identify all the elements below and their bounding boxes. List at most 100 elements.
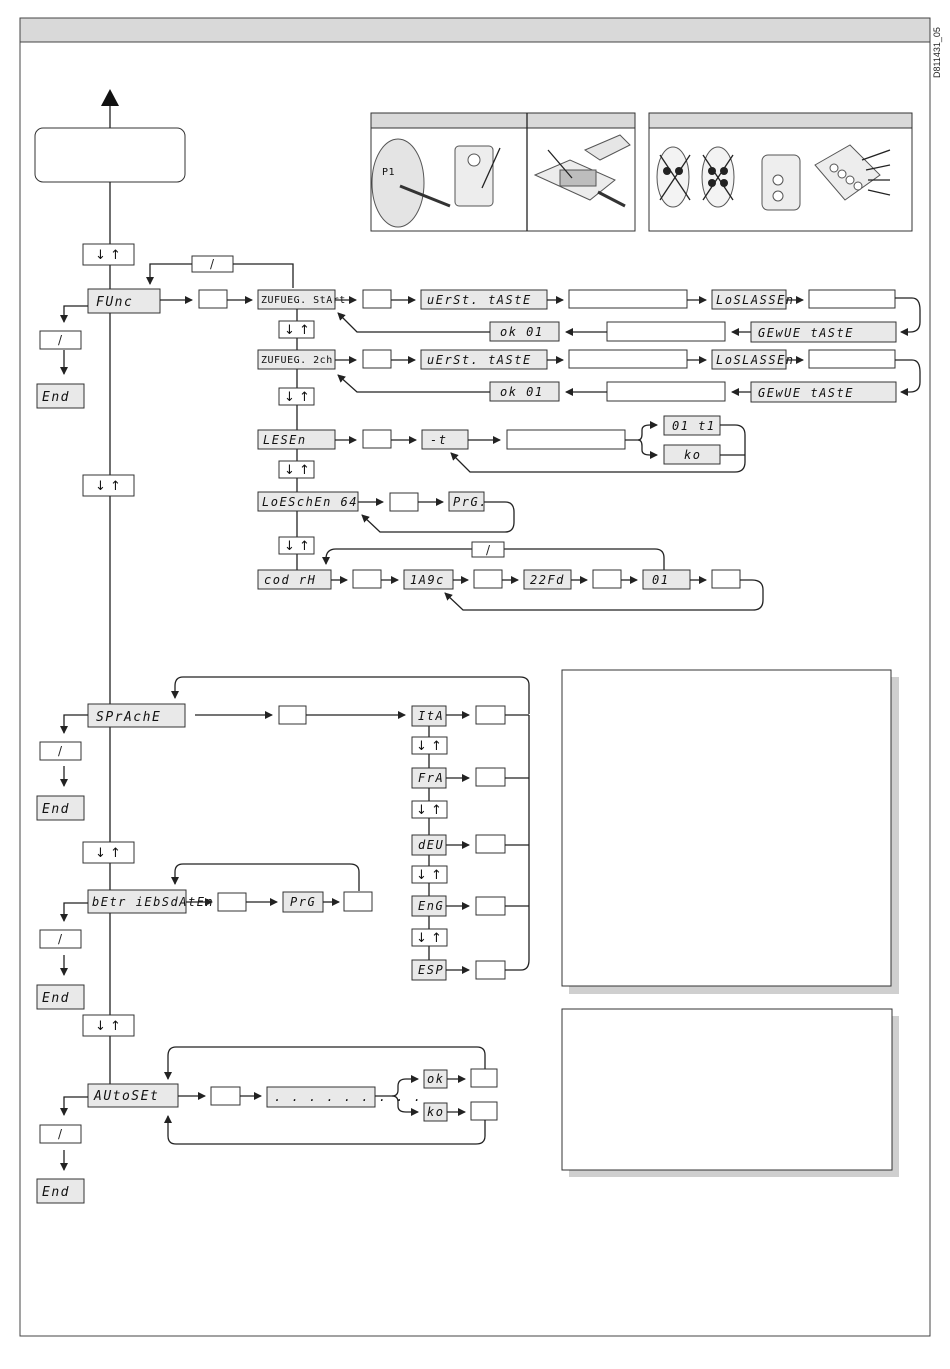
- ita-enter-key[interactable]: [475, 705, 506, 725]
- up-arrow-icon: [101, 89, 119, 106]
- svg-text:uErSt. tAStE: uErSt. tAStE: [427, 293, 532, 307]
- 2ch-step-box-1: [568, 349, 688, 369]
- svg-text:22Fd: 22Fd: [530, 573, 565, 587]
- svg-text:↓ ↑: ↓ ↑: [416, 739, 442, 754]
- betrieb-enter-key[interactable]: [217, 892, 247, 912]
- svg-text:cod rH: cod rH: [264, 573, 316, 587]
- svg-text:End: End: [42, 390, 70, 405]
- cod-enter-key[interactable]: [352, 569, 382, 589]
- ko-enter-key[interactable]: [470, 1101, 498, 1121]
- svg-text:/: /: [58, 932, 63, 946]
- svg-text:P1: P1: [382, 167, 395, 178]
- svg-text:/: /: [210, 257, 215, 271]
- svg-text:EnG: EnG: [418, 899, 444, 913]
- transmitter-buttons-photo-icon: [656, 144, 891, 211]
- autoset-slash-key[interactable]: [39, 1124, 82, 1144]
- svg-text:dEU: dEU: [418, 838, 444, 852]
- svg-text:GEwUE tAStE: GEwUE tAStE: [758, 386, 854, 400]
- down-up-func-4[interactable]: [278, 536, 315, 555]
- svg-text:01: 01: [652, 573, 669, 587]
- betrieb-step-key[interactable]: [343, 891, 373, 912]
- sprache-slash-key[interactable]: [39, 741, 82, 761]
- svg-text:AUtoSEt: AUtoSEt: [93, 1089, 159, 1104]
- loeschen-enter-key[interactable]: [389, 492, 419, 512]
- lesen-step-box: [506, 429, 626, 450]
- svg-text:LoESchEn 64: LoESchEn 64: [262, 495, 358, 509]
- lcd-end-1[interactable]: [36, 383, 85, 409]
- svg-text:End: End: [42, 1185, 70, 1200]
- eng-enter-key[interactable]: [475, 896, 506, 916]
- cod-slash-key[interactable]: [471, 541, 505, 558]
- down-up-nav-1[interactable]: [82, 243, 135, 266]
- start-step-box-3: [606, 321, 726, 342]
- down-up-nav-4[interactable]: [82, 1014, 135, 1037]
- svg-text:GEwUE tAStE: GEwUE tAStE: [758, 326, 854, 340]
- lcd-func[interactable]: [87, 288, 161, 314]
- svg-text:01 t1: 01 t1: [672, 419, 716, 433]
- start-step-box-1: [568, 289, 688, 309]
- svg-text:1A9c: 1A9c: [410, 573, 445, 587]
- svg-text:PrG: PrG: [290, 895, 316, 909]
- down-up-func-2[interactable]: [278, 387, 315, 406]
- 2ch-step-box-3: [606, 381, 726, 402]
- func-enter-key[interactable]: [198, 289, 228, 309]
- lcd-end-4[interactable]: [36, 1178, 85, 1204]
- lesen-enter-key[interactable]: [362, 429, 392, 449]
- 2ch-step-box-2: [808, 349, 896, 369]
- down-up-func-1[interactable]: [278, 320, 315, 339]
- svg-text:↓ ↑: ↓ ↑: [284, 390, 310, 405]
- down-up-lang-3[interactable]: [411, 865, 448, 884]
- 2ch-enter-key[interactable]: [362, 349, 392, 369]
- cod-step-key-1[interactable]: [473, 569, 503, 589]
- lcd-end-3[interactable]: [36, 984, 85, 1010]
- down-up-nav-2[interactable]: [82, 474, 135, 497]
- esp-enter-key[interactable]: [475, 960, 506, 980]
- info-panel-1: [561, 669, 892, 987]
- svg-text:↓ ↑: ↓ ↑: [95, 846, 121, 861]
- svg-text:bEtr iEbSdAtEn: bEtr iEbSdAtEn: [92, 895, 214, 909]
- svg-text:↓ ↑: ↓ ↑: [284, 323, 310, 338]
- down-up-nav-3[interactable]: [82, 841, 135, 864]
- svg-text:-t: -t: [430, 433, 447, 447]
- svg-text:↓ ↑: ↓ ↑: [284, 463, 310, 478]
- svg-text:ZUFUEG. 2ch: ZUFUEG. 2ch: [261, 355, 333, 366]
- start-box: [34, 127, 186, 183]
- svg-text:↓ ↑: ↓ ↑: [95, 1019, 121, 1034]
- lcd-dots[interactable]: [266, 1086, 376, 1108]
- fra-enter-key[interactable]: [475, 767, 506, 787]
- svg-text:LoSLASSEn: LoSLASSEn: [716, 353, 795, 367]
- deu-enter-key[interactable]: [475, 834, 506, 854]
- receiver-photo-icon: [533, 134, 631, 208]
- sprache-enter-key[interactable]: [278, 705, 307, 725]
- svg-text:↓ ↑: ↓ ↑: [95, 248, 121, 263]
- cod-step-key-3[interactable]: [711, 569, 741, 589]
- svg-text:ok: ok: [427, 1072, 444, 1086]
- svg-text:↓ ↑: ↓ ↑: [95, 479, 121, 494]
- svg-text:/: /: [58, 744, 63, 758]
- svg-text:. . . . . . . . .: . . . . . . . . .: [274, 1090, 422, 1104]
- down-up-lang-2[interactable]: [411, 800, 448, 819]
- svg-text:ko: ko: [427, 1105, 444, 1119]
- autoset-enter-key[interactable]: [210, 1086, 241, 1106]
- down-up-lang-4[interactable]: [411, 928, 448, 947]
- svg-text:SPrAchE: SPrAchE: [96, 710, 161, 725]
- svg-text:ItA: ItA: [418, 709, 444, 723]
- betrieb-slash-key[interactable]: [39, 929, 82, 949]
- down-up-lang-1[interactable]: [411, 736, 448, 755]
- header-bar: [19, 17, 931, 43]
- lcd-end-2[interactable]: [36, 795, 85, 821]
- down-up-func-3[interactable]: [278, 460, 315, 479]
- svg-text:ZUFUEG. StArt: ZUFUEG. StArt: [261, 295, 346, 306]
- svg-text:PrG.: PrG.: [453, 495, 488, 509]
- svg-text:ok 01: ok 01: [500, 325, 544, 339]
- ok-enter-key[interactable]: [470, 1068, 498, 1088]
- func-slash-key[interactable]: [39, 330, 82, 350]
- svg-text:↓ ↑: ↓ ↑: [416, 803, 442, 818]
- lcd-ita[interactable]: [411, 705, 447, 727]
- start-enter-key[interactable]: [362, 289, 392, 309]
- svg-text:LoSLASSEn: LoSLASSEn: [716, 293, 795, 307]
- cod-step-key-2[interactable]: [592, 569, 622, 589]
- lcd-func-label: FUnc: [96, 295, 133, 310]
